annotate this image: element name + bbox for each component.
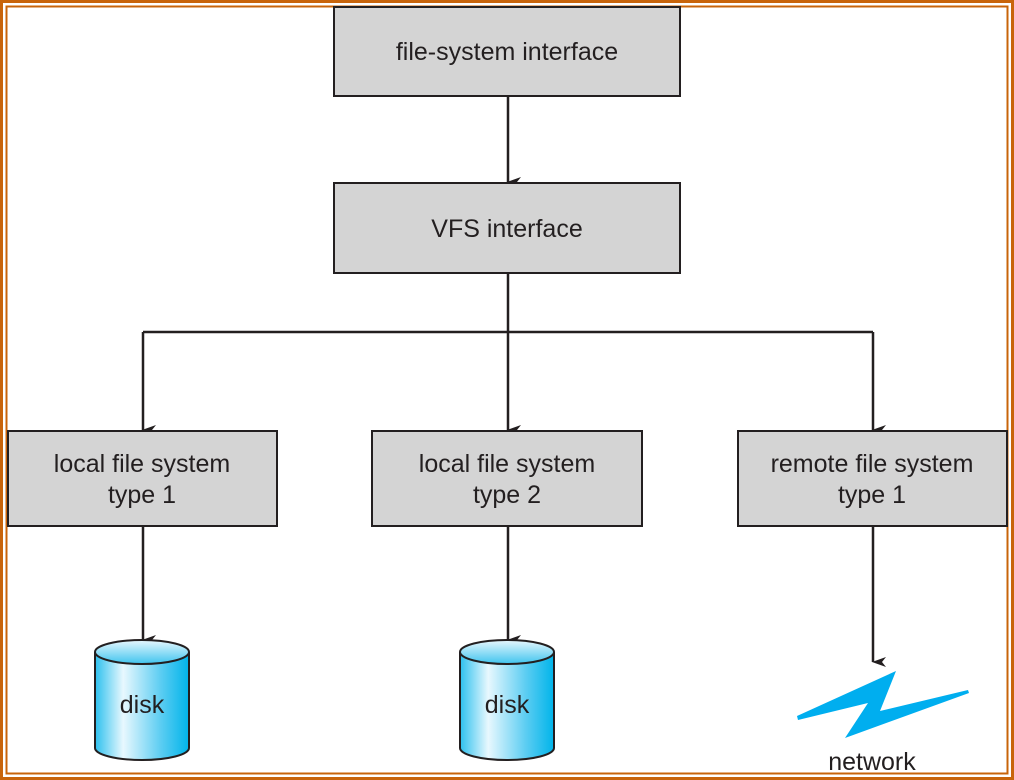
node-label: file-system interface (396, 38, 618, 66)
network-label: network (828, 748, 916, 776)
node-label: VFS interface (431, 215, 582, 243)
node-label-line2: type 1 (108, 481, 176, 509)
node-label-line1: local file system (54, 450, 230, 478)
network-node: network (797, 671, 969, 776)
disk-label: disk (485, 691, 530, 719)
disk-icon: disk (94, 639, 190, 761)
node-label-line2: type 2 (473, 481, 541, 509)
node-label-line2: type 1 (838, 481, 906, 509)
disk-icon: disk (459, 639, 555, 761)
node-local-fs-type2: local file system type 2 (371, 430, 643, 527)
node-local-fs-type1: local file system type 1 (7, 430, 278, 527)
lightning-network-icon (797, 671, 969, 738)
node-vfs-interface: VFS interface (333, 182, 681, 274)
node-remote-fs-type1: remote file system type 1 (737, 430, 1008, 527)
disk-label: disk (120, 691, 165, 719)
node-fs-interface: file-system interface (333, 6, 681, 97)
node-label-line1: local file system (419, 450, 595, 478)
connectors (141, 96, 886, 667)
node-label-line1: remote file system (771, 450, 974, 478)
